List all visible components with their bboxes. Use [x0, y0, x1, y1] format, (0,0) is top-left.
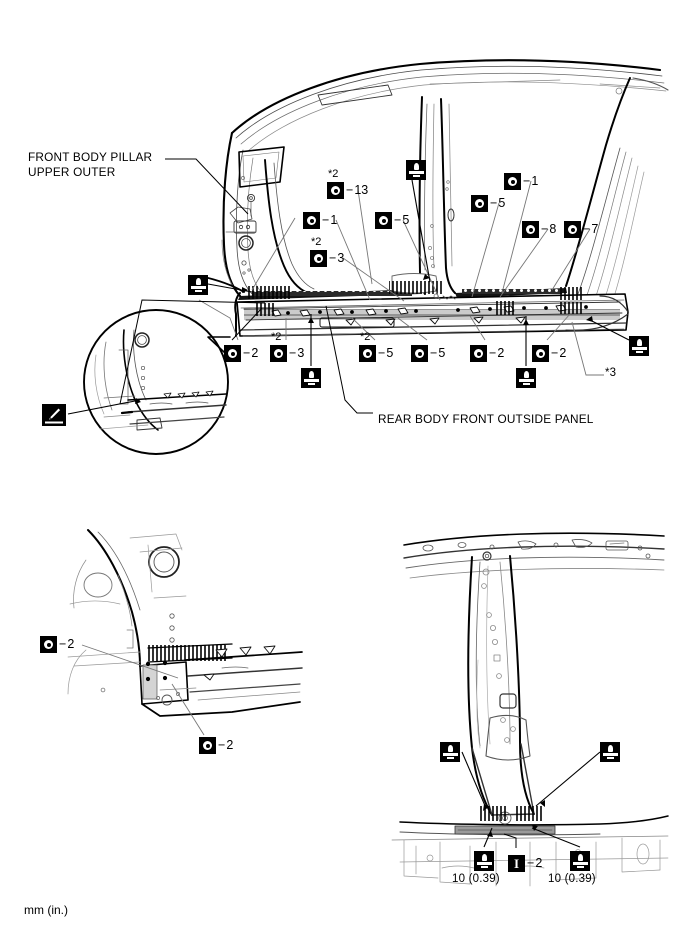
spot-weld-marker-2-lower-left[interactable]: − 2: [224, 345, 258, 362]
marker-dash: −: [394, 213, 402, 227]
plug-weld-icon[interactable]: [188, 275, 208, 295]
dimension-label-right: 10 (0.39): [548, 873, 596, 885]
spot-weld-icon: [40, 636, 57, 653]
footnote-star: *2: [360, 331, 371, 343]
unit-note: mm (in.): [24, 903, 68, 917]
spot-weld-icon: [471, 195, 488, 212]
spot-weld-marker-1-right[interactable]: − 1: [504, 173, 538, 190]
spot-weld-marker-3-left[interactable]: *2 − 3: [310, 237, 345, 267]
spot-weld-icon: [224, 345, 241, 362]
spot-weld-marker-5-left[interactable]: − 5: [375, 212, 409, 229]
weld-count: 2: [226, 738, 234, 752]
spot-weld-marker-2-lower-right[interactable]: − 2: [532, 345, 566, 362]
plug-weld-icon[interactable]: [570, 851, 590, 871]
weld-count: 5: [386, 346, 394, 360]
marker-dash: −: [218, 738, 226, 752]
weld-count: 2: [251, 346, 259, 360]
spot-weld-icon: [411, 345, 428, 362]
spot-weld-marker-3-lower-left[interactable]: *2 − 3: [270, 332, 305, 362]
footnote-star: *2: [311, 236, 322, 248]
spot-weld-icon: [504, 173, 521, 190]
spot-weld-marker-5-lower-a[interactable]: *2 − 5: [359, 332, 394, 362]
callout-rear-body-front-outside-panel: REAR BODY FRONT OUTSIDE PANEL: [378, 412, 594, 426]
weld-count: 2: [535, 856, 543, 870]
spot-weld-marker-8[interactable]: − 8: [522, 221, 556, 238]
lower-left-figure-art: [67, 529, 303, 717]
footnote-star: *2: [328, 168, 339, 180]
marker-dash: −: [322, 213, 330, 227]
seam-weld-icon: I: [508, 855, 525, 872]
weld-count: 5: [402, 213, 410, 227]
spot-weld-icon: [532, 345, 549, 362]
spot-weld-marker-2-lower-mid[interactable]: − 2: [470, 345, 504, 362]
plug-weld-icon[interactable]: [474, 851, 494, 871]
footnote-star-3: *3: [605, 367, 617, 379]
weld-count: 2: [497, 346, 505, 360]
marker-dash: −: [583, 222, 591, 236]
spot-weld-marker-5-mid[interactable]: − 5: [471, 195, 505, 212]
marker-dash: −: [551, 346, 559, 360]
weld-count: 3: [297, 346, 305, 360]
weld-count: 5: [438, 346, 446, 360]
dimension-label-left: 10 (0.39): [452, 873, 500, 885]
weld-count: 2: [67, 637, 75, 651]
weld-count: 2: [559, 346, 567, 360]
spot-weld-icon: [303, 212, 320, 229]
plug-weld-icon[interactable]: [600, 742, 620, 762]
footnote-star: *2: [271, 331, 282, 343]
spot-weld-icon: [522, 221, 539, 238]
plug-weld-icon[interactable]: [406, 160, 426, 180]
spot-weld-marker-13[interactable]: *2 − 13: [327, 169, 369, 199]
lower-right-figure-art: [391, 532, 669, 887]
main-figure-art: [83, 59, 669, 455]
plug-weld-icon[interactable]: [516, 368, 536, 388]
marker-dash: −: [527, 856, 535, 870]
spot-weld-marker-2-rocker-lower[interactable]: − 2: [199, 737, 233, 754]
weld-count: 13: [354, 183, 369, 197]
spot-weld-marker-2-rocker-upper[interactable]: − 2: [40, 636, 74, 653]
weld-count: 1: [531, 174, 539, 188]
marker-dash: −: [489, 346, 497, 360]
weld-count: 7: [591, 222, 599, 236]
spot-weld-marker-5-lower-b[interactable]: − 5: [411, 345, 445, 362]
spot-weld-icon: [564, 221, 581, 238]
callout-front-body-pillar-upper-outer: FRONT BODY PILLAR UPPER OUTER: [28, 150, 153, 179]
weld-count: 8: [549, 222, 557, 236]
marker-dash: −: [243, 346, 251, 360]
spot-weld-icon: [199, 737, 216, 754]
seam-weld-marker-2[interactable]: I − 2: [508, 855, 542, 872]
spot-weld-icon: [470, 345, 487, 362]
spot-weld-marker-7[interactable]: − 7: [564, 221, 598, 238]
sealer-pen-icon[interactable]: [42, 404, 66, 426]
spot-weld-marker-1-left[interactable]: − 1: [303, 212, 337, 229]
weld-count: 3: [337, 251, 345, 265]
marker-dash: −: [378, 346, 386, 360]
plug-weld-icon[interactable]: [629, 336, 649, 356]
marker-dash: −: [289, 346, 297, 360]
spot-weld-icon: [327, 182, 344, 199]
marker-dash: −: [541, 222, 549, 236]
plug-weld-icon[interactable]: [440, 742, 460, 762]
marker-dash: −: [523, 174, 531, 188]
plug-weld-icon[interactable]: [301, 368, 321, 388]
marker-dash: −: [490, 196, 498, 210]
spot-weld-icon: [359, 345, 376, 362]
marker-dash: −: [59, 637, 67, 651]
weld-count: 5: [498, 196, 506, 210]
marker-dash: −: [430, 346, 438, 360]
spot-weld-icon: [375, 212, 392, 229]
spot-weld-icon: [310, 250, 327, 267]
spot-weld-icon: [270, 345, 287, 362]
weld-count: 1: [330, 213, 338, 227]
marker-dash: −: [346, 183, 354, 197]
marker-dash: −: [329, 251, 337, 265]
